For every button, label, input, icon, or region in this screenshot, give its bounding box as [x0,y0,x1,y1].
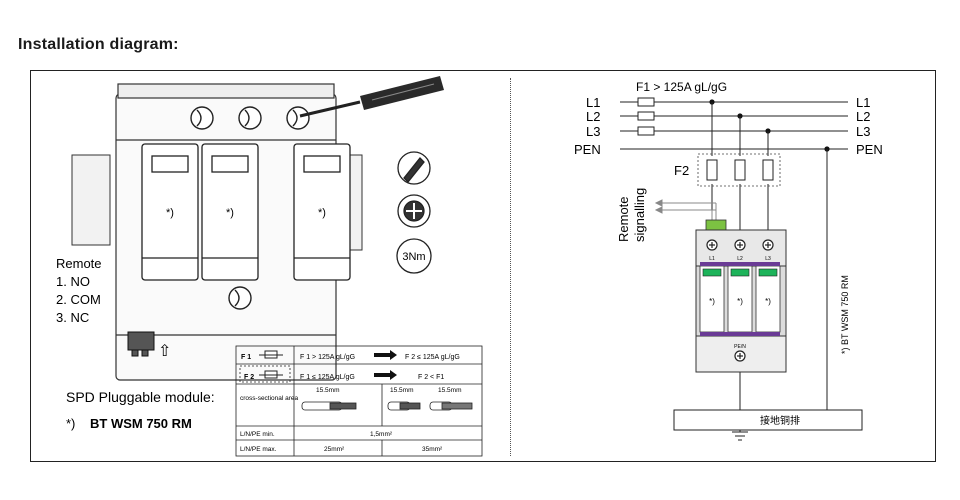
diagram-frame [30,70,936,462]
terminal-label-l2: L2 [737,256,743,262]
line-label-l3-right: L3 [856,124,870,139]
terminal-screw-icons [706,239,774,362]
remote-item-nc: 3. NC [56,310,89,325]
status-windows [702,268,778,277]
fuse-symbols [259,350,283,379]
remote-signal-arrows [654,199,717,220]
module-stripes [700,262,780,336]
line-label-l2-right: L2 [856,109,870,124]
wiring-schematic: F1 > 125A gL/gG L1 L2 L3 PEN L1 L2 L3 PE… [574,80,883,441]
fuse-row2-result: F 2 < F1 [418,374,444,381]
fuse-row1-condition: F 1 > 125A gL/gG [300,354,355,361]
panel-divider [510,78,511,456]
arrow-row2-icon [374,370,397,380]
module-star: *) [66,416,75,431]
fuse-row2-condition: F 1 ≤ 125A gL/gG [300,374,355,381]
strip-length-c: 15.5mm [438,387,461,394]
top-terminal-screws [190,106,310,130]
line-label-l2-left: L2 [586,109,600,124]
fuse-table [235,345,483,457]
plug-arrow-icon: ⇧ [158,343,171,360]
ground-icon [732,431,748,441]
remote-signalling-line2: signalling [632,188,647,242]
module-mark-1: *) [166,207,174,219]
pluggable-modules [141,143,351,281]
module-name: BT WSM 750 RM [90,416,192,431]
phase-lines [620,101,848,150]
fuse-row2-label: F 2 [244,374,254,381]
slotted-tip-icon [397,151,431,185]
fuse-row1-label: F 1 [241,354,251,361]
min-label: L/N/PE min. [240,431,275,438]
remote-item-com: 2. COM [56,292,101,307]
vertical-model-label: *) BT WSM 750 RM [840,275,850,354]
page-title: Installation diagram: [18,36,179,53]
module-caption: SPD Pluggable module: [66,389,215,405]
cross-section-label: cross-sectional area [240,395,299,402]
stripped-wire-icons [301,401,473,411]
pozidriv-tip-icon [397,194,431,228]
line-label-l1-left: L1 [586,95,600,110]
remote-signalling-line1: Remote [616,196,631,242]
drop-wires [711,102,828,432]
strip-length-a: 15.5mm [316,387,339,394]
line-label-l3-left: L3 [586,124,600,139]
arrow-row1-icon [374,350,397,360]
remote-item-no: 1. NO [56,274,90,289]
f2-fuses [706,159,774,181]
cartridge-mark-3: *) [765,297,771,306]
bottom-terminal-screw [228,286,252,310]
line-label-pen-left: PEN [574,142,601,157]
module-mark-3: *) [318,207,326,219]
torque-badge: 3Nm [396,238,432,274]
fuse-row1-result: F 2 ≤ 125A gL/gG [405,354,460,361]
f2-label: F2 [674,163,689,178]
max-label: L/N/PE max. [240,446,277,453]
line-label-l1-right: L1 [856,95,870,110]
terminal-label-l1: L1 [709,256,715,262]
max-value-a: 25mm² [324,446,345,453]
terminal-label-l3: L3 [765,256,771,262]
pen-terminal-label: PE/N [734,344,746,350]
line-label-pen-right: PEN [856,142,883,157]
f2-group-outline [697,153,781,187]
strip-length-b: 15.5mm [390,387,413,394]
remote-terminal-block [705,219,727,231]
remote-plug-icon [127,331,155,357]
remote-heading: Remote [56,256,102,271]
din-rail [71,154,363,251]
cartridge-mark-2: *) [737,297,743,306]
earth-busbar [673,409,863,431]
earth-busbar-label: 接地铜排 [760,414,800,427]
screwdriver-icon [299,76,444,118]
module-cartridges [699,265,781,333]
module-mark-2: *) [226,207,234,219]
device-illustration: *) *) *) 3Nm Remote 1. NO 2. COM 3. NC ⇧… [56,76,483,457]
torque-value: 3Nm [402,251,425,263]
f1-fuses [637,97,655,136]
f1-fuse-label: F1 > 125A gL/gG [636,80,727,94]
max-value-b: 35mm² [422,446,443,453]
min-value: 1,5mm² [370,431,393,438]
cartridge-mark-1: *) [709,297,715,306]
